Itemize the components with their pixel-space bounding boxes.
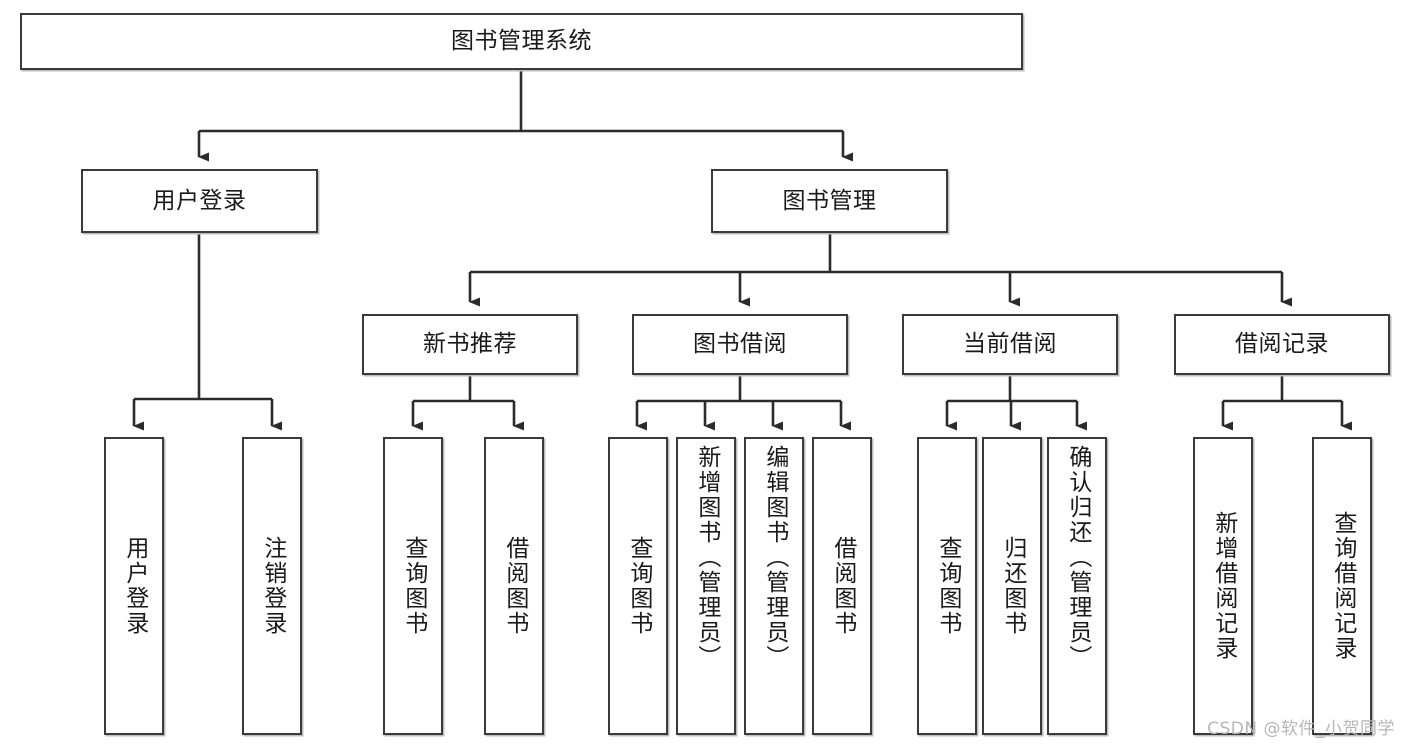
node-borrow-record[interactable]: 借阅记录 bbox=[1174, 314, 1390, 375]
node-user-login[interactable]: 用户登录 bbox=[81, 169, 318, 233]
node-leaf-query-book-1[interactable]: 查询图书 bbox=[383, 437, 443, 735]
node-leaf-borrow-book-1-label: 借阅图书 bbox=[501, 536, 528, 636]
node-leaf-query-book-2-label: 查询图书 bbox=[625, 536, 652, 636]
node-leaf-add-record[interactable]: 新增借阅记录 bbox=[1193, 437, 1253, 735]
node-leaf-add-book-label: 新增图书（管理员） bbox=[693, 445, 720, 670]
node-leaf-return-book-label: 归还图书 bbox=[999, 536, 1026, 636]
node-leaf-confirm-return-label: 确认归还（管理员） bbox=[1064, 445, 1091, 670]
node-leaf-confirm-return[interactable]: 确认归还（管理员） bbox=[1047, 437, 1107, 735]
node-leaf-edit-book-label: 编辑图书（管理员） bbox=[761, 445, 788, 670]
node-new-book-recommend-label: 新书推荐 bbox=[423, 331, 517, 358]
node-root-label: 图书管理系统 bbox=[451, 28, 592, 55]
node-new-book-recommend[interactable]: 新书推荐 bbox=[362, 314, 578, 375]
node-leaf-logout[interactable]: 注销登录 bbox=[242, 437, 302, 735]
node-leaf-query-record-label: 查询借阅记录 bbox=[1329, 511, 1356, 661]
node-leaf-query-book-1-label: 查询图书 bbox=[400, 536, 427, 636]
node-leaf-borrow-book-2[interactable]: 借阅图书 bbox=[812, 437, 872, 735]
node-book-borrow-label: 图书借阅 bbox=[693, 331, 787, 358]
node-leaf-user-login-label: 用户登录 bbox=[121, 536, 148, 636]
node-borrow-record-label: 借阅记录 bbox=[1235, 331, 1329, 358]
node-user-login-label: 用户登录 bbox=[152, 187, 247, 214]
node-leaf-query-record[interactable]: 查询借阅记录 bbox=[1312, 437, 1372, 735]
node-book-manage-label: 图书管理 bbox=[782, 187, 877, 214]
node-leaf-add-record-label: 新增借阅记录 bbox=[1210, 511, 1237, 661]
watermark: CSDN @软件_小贺同学 bbox=[1207, 719, 1395, 739]
node-leaf-borrow-book-1[interactable]: 借阅图书 bbox=[484, 437, 544, 735]
node-leaf-query-book-2[interactable]: 查询图书 bbox=[608, 437, 668, 735]
node-leaf-logout-label: 注销登录 bbox=[259, 536, 286, 636]
node-leaf-add-book[interactable]: 新增图书（管理员） bbox=[676, 437, 736, 735]
node-book-borrow[interactable]: 图书借阅 bbox=[632, 314, 848, 375]
node-book-manage[interactable]: 图书管理 bbox=[711, 169, 948, 233]
node-current-borrow[interactable]: 当前借阅 bbox=[902, 314, 1118, 375]
node-leaf-query-book-3[interactable]: 查询图书 bbox=[917, 437, 977, 735]
node-leaf-query-book-3-label: 查询图书 bbox=[934, 536, 961, 636]
node-current-borrow-label: 当前借阅 bbox=[963, 331, 1057, 358]
node-root[interactable]: 图书管理系统 bbox=[20, 13, 1023, 70]
node-leaf-borrow-book-2-label: 借阅图书 bbox=[829, 536, 856, 636]
node-leaf-user-login[interactable]: 用户登录 bbox=[104, 437, 164, 735]
node-leaf-return-book[interactable]: 归还图书 bbox=[982, 437, 1042, 735]
node-leaf-edit-book[interactable]: 编辑图书（管理员） bbox=[744, 437, 804, 735]
